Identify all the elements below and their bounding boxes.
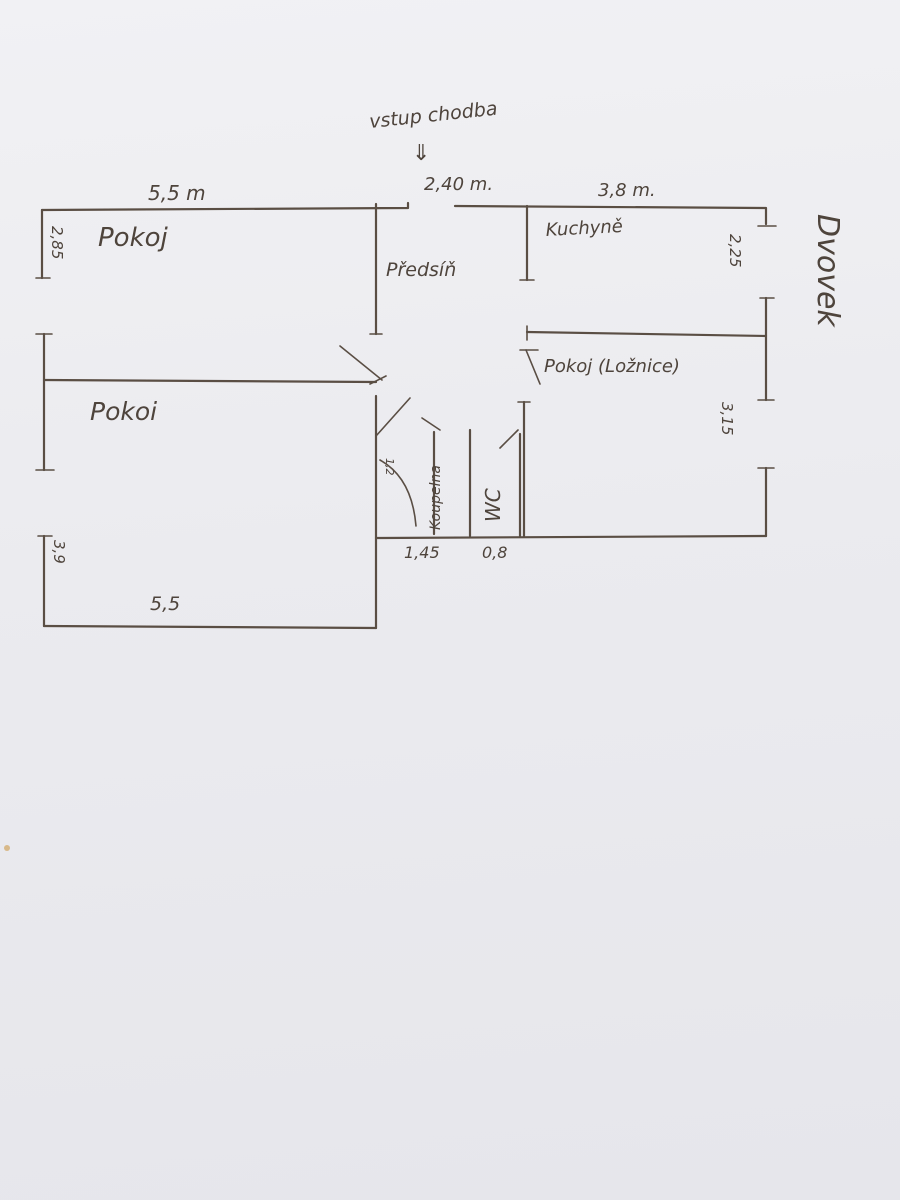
dim-pokoj-bottom-height: 3,9 bbox=[50, 540, 68, 564]
wall-top-right bbox=[453, 204, 768, 226]
dim-bedroom-height: 3,15 bbox=[718, 402, 736, 435]
room-label-loznice: Pokoj (Ložnice) bbox=[544, 356, 680, 377]
dim-entrance-width: 2,40 m. bbox=[424, 174, 493, 195]
dim-bath-width: 1,45 bbox=[404, 543, 440, 562]
room-label-koupelna: Koupelna bbox=[428, 465, 444, 530]
dim-pokoj-top-height: 2,85 bbox=[48, 226, 66, 259]
door-bathroom bbox=[375, 397, 411, 437]
door-wc bbox=[499, 429, 519, 449]
room-label-pokoj-bottom: Pokoi bbox=[90, 397, 157, 426]
plan-title: Dvovek bbox=[810, 214, 845, 328]
door-pokoj-jamb bbox=[369, 375, 387, 385]
door-bathroom-2 bbox=[421, 417, 441, 431]
entrance-arrow: ⇓ bbox=[412, 141, 430, 166]
wall-bottom-left-floor bbox=[42, 624, 378, 630]
wall-bottom-center bbox=[374, 534, 768, 540]
wall-top-left bbox=[40, 201, 410, 212]
room-label-kuchyne: Kuchyně bbox=[545, 216, 623, 241]
walls bbox=[35, 201, 777, 630]
room-label-predsin: Předsíň bbox=[386, 259, 456, 281]
door-bathroom-arc bbox=[379, 459, 417, 527]
wall-pokoj-divider bbox=[42, 378, 378, 384]
paper-speck bbox=[4, 845, 10, 851]
dim-pokoj-bottom-width: 5,5 bbox=[150, 593, 180, 615]
dim-bath-door: 1,2 bbox=[383, 458, 396, 476]
dim-wc-width: 0,8 bbox=[482, 543, 507, 562]
dim-kitchen-height: 2,25 bbox=[726, 234, 744, 267]
dim-top-left-width: 5,5 m bbox=[148, 181, 206, 205]
entrance-label: vstup chodba bbox=[368, 98, 498, 133]
dim-kitchen-width: 3,8 m. bbox=[598, 180, 656, 201]
room-label-pokoj-top: Pokoj bbox=[98, 223, 169, 253]
wall-kitchen-bedroom bbox=[525, 330, 768, 338]
door-bedroom bbox=[525, 349, 541, 385]
room-label-wc: WC bbox=[481, 488, 505, 522]
door-pokoj bbox=[339, 345, 383, 381]
